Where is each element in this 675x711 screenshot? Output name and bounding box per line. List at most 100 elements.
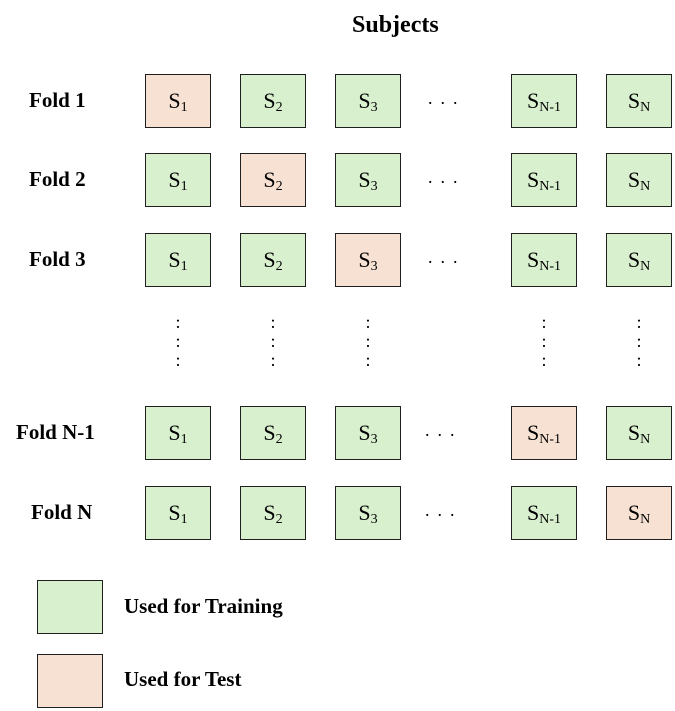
vdot: : xyxy=(365,312,371,332)
subject-base: S xyxy=(358,167,371,192)
subject-base: S xyxy=(627,247,641,272)
subject-base: S xyxy=(627,167,641,192)
subject-base: S xyxy=(358,420,371,445)
horizontal-ellipsis: ... xyxy=(428,247,466,267)
vdot: : xyxy=(636,312,642,332)
vdot: : xyxy=(636,350,642,370)
subject-base: S xyxy=(358,88,371,113)
subject-base: S xyxy=(526,167,540,192)
subject-base: S xyxy=(168,88,181,113)
subject-base: S xyxy=(358,500,371,525)
subject-index: 1 xyxy=(180,512,188,527)
subject-base: S xyxy=(263,247,276,272)
vdot: : xyxy=(541,331,547,351)
subject-index: N-1 xyxy=(539,259,562,274)
vertical-ellipsis: ::: xyxy=(173,313,183,370)
subject-base: S xyxy=(168,420,181,445)
fold-label: Fold 1 xyxy=(29,88,86,112)
subject-index: 3 xyxy=(370,259,378,274)
horizontal-ellipsis: ... xyxy=(428,88,466,108)
fold-label: Fold N xyxy=(31,500,93,524)
subject-index: 2 xyxy=(275,512,283,527)
subject-base: S xyxy=(168,167,181,192)
subject-index: 2 xyxy=(275,100,283,115)
vdot: : xyxy=(175,350,181,370)
subject-index: N-1 xyxy=(539,432,562,447)
vdot: : xyxy=(541,312,547,332)
legend-label-test: Used for Test xyxy=(124,667,242,691)
vdot: : xyxy=(636,331,642,351)
vdot: : xyxy=(365,350,371,370)
subject-index: N xyxy=(640,179,651,194)
subject-index: 3 xyxy=(370,100,378,115)
vdot: : xyxy=(175,312,181,332)
vdot: : xyxy=(270,350,276,370)
subject-base: S xyxy=(627,420,641,445)
vdot: : xyxy=(270,312,276,332)
fold-label: Fold 2 xyxy=(29,167,86,191)
subject-base: S xyxy=(168,247,181,272)
subject-base: S xyxy=(358,247,371,272)
subject-base: S xyxy=(263,420,276,445)
vdot: : xyxy=(270,331,276,351)
subject-index: 1 xyxy=(180,432,188,447)
subject-index: 2 xyxy=(275,432,283,447)
subject-base: S xyxy=(263,88,276,113)
horizontal-ellipsis: ... xyxy=(428,167,466,187)
horizontal-ellipsis: ... xyxy=(425,500,463,520)
vertical-ellipsis: ::: xyxy=(634,313,644,370)
subject-base: S xyxy=(263,167,276,192)
subject-index: 1 xyxy=(180,100,188,115)
diagram-title: Subjects xyxy=(352,12,439,38)
subject-index: 2 xyxy=(275,259,283,274)
subject-base: S xyxy=(168,500,181,525)
subject-base: S xyxy=(526,420,540,445)
subject-index: 2 xyxy=(275,179,283,194)
subject-index: 3 xyxy=(370,512,378,527)
subject-base: S xyxy=(627,88,641,113)
subject-base: S xyxy=(263,500,276,525)
subject-base: S xyxy=(526,88,540,113)
subject-index: N xyxy=(640,259,651,274)
vertical-ellipsis: ::: xyxy=(268,313,278,370)
subject-index: 1 xyxy=(180,179,188,194)
legend-swatch-test xyxy=(37,654,103,708)
legend-label-training: Used for Training xyxy=(124,594,283,618)
vertical-ellipsis: ::: xyxy=(539,313,549,370)
fold-label: Fold N-1 xyxy=(16,420,95,444)
subject-base: S xyxy=(526,247,540,272)
horizontal-ellipsis: ... xyxy=(425,420,463,440)
fold-label: Fold 3 xyxy=(29,247,86,271)
subject-index: 3 xyxy=(370,179,378,194)
vdot: : xyxy=(365,331,371,351)
subject-index: N-1 xyxy=(539,179,562,194)
vdot: : xyxy=(175,331,181,351)
subject-index: N xyxy=(640,512,651,527)
legend-swatch-training xyxy=(37,580,103,634)
subject-base: S xyxy=(627,500,641,525)
subject-index: 3 xyxy=(370,432,378,447)
subject-index: N xyxy=(640,432,651,447)
